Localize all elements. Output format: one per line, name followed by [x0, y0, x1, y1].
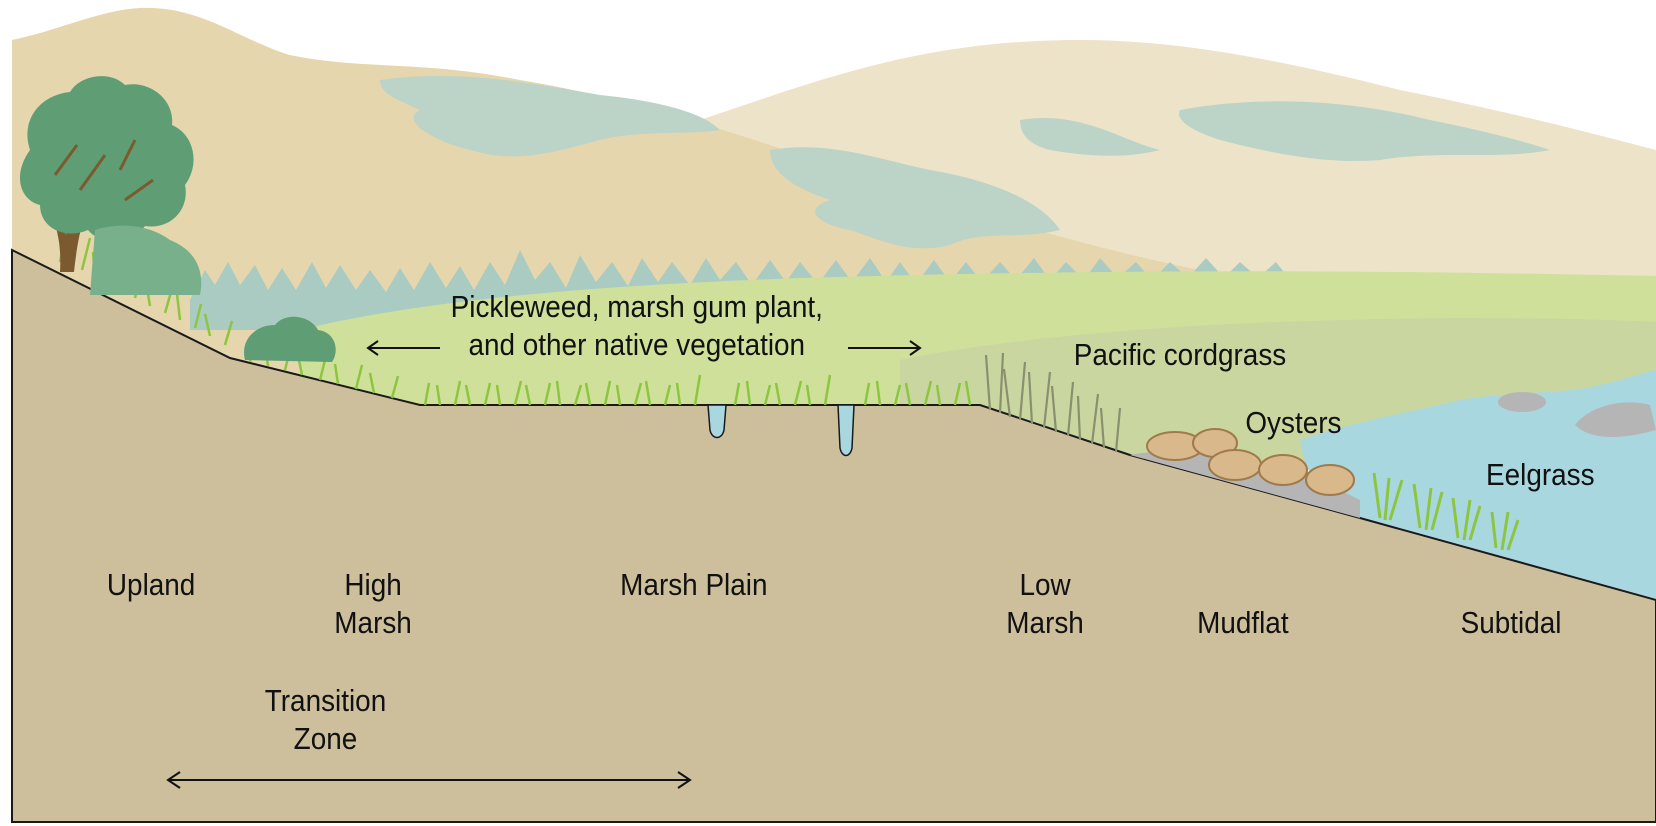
oysters-label: Oysters: [1245, 404, 1341, 442]
vegetation-label-line1: Pickleweed, marsh gum plant,: [451, 288, 823, 326]
zone-subtidal: Subtidal: [1461, 604, 1562, 642]
zone-transition-line1: Transition: [265, 682, 386, 720]
zone-low-marsh-line2: Marsh: [1006, 604, 1084, 642]
zone-high-marsh: High Marsh: [334, 566, 412, 642]
zone-transition: Transition Zone: [265, 682, 386, 758]
vegetation-label-line2: and other native vegetation: [451, 326, 823, 364]
zone-marsh-plain: Marsh Plain: [620, 566, 767, 604]
zone-upland: Upland: [107, 566, 195, 604]
zone-high-marsh-line2: Marsh: [334, 604, 412, 642]
cordgrass-label: Pacific cordgrass: [1074, 336, 1286, 374]
eelgrass-label: Eelgrass: [1486, 456, 1595, 494]
vegetation-label: Pickleweed, marsh gum plant, and other n…: [451, 288, 823, 364]
zone-high-marsh-line1: High: [334, 566, 412, 604]
zone-low-marsh-line1: Low: [1006, 566, 1084, 604]
zone-mudflat: Mudflat: [1197, 604, 1289, 642]
zone-transition-line2: Zone: [265, 720, 386, 758]
zone-low-marsh: Low Marsh: [1006, 566, 1084, 642]
